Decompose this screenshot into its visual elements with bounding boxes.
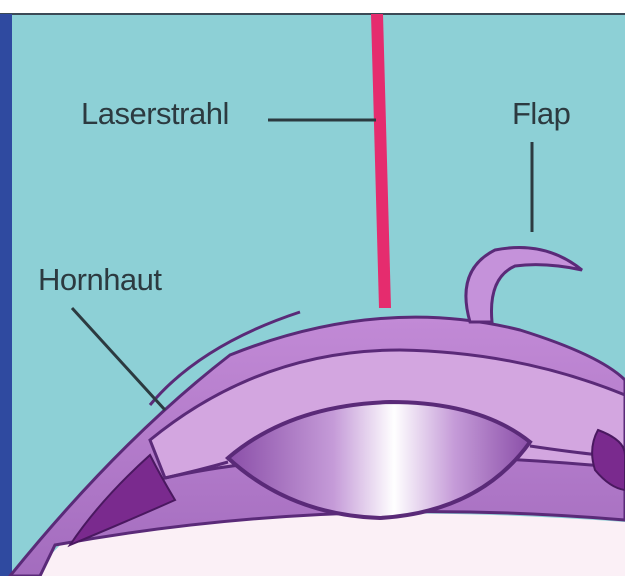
label-laserstrahl: Laserstrahl — [81, 96, 229, 131]
label-hornhaut: Hornhaut — [38, 262, 162, 297]
label-flap: Flap — [512, 96, 570, 131]
top-band — [0, 0, 625, 14]
left-border — [0, 14, 12, 576]
